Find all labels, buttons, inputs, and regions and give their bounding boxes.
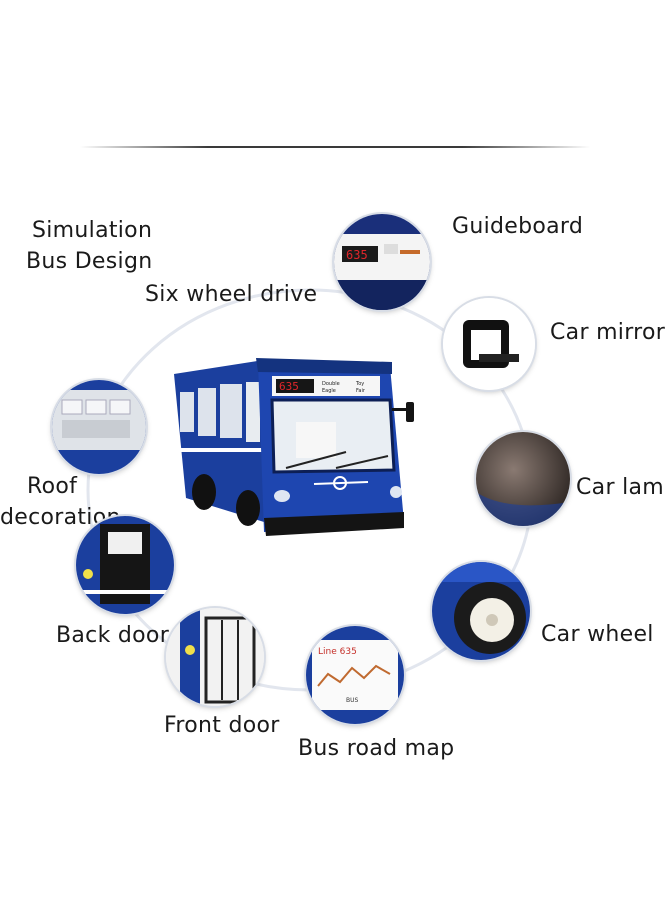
road-map-footer: BUS <box>346 697 359 704</box>
bus-sign-line1: Double <box>322 381 340 387</box>
label-front-door: Front door <box>164 713 280 738</box>
road-map-title: Line 635 <box>318 647 357 657</box>
bus-sign-number: 635 <box>279 380 299 393</box>
car-wheel-detail-image <box>432 562 530 660</box>
road-map-detail-image: Line 635 BUS <box>306 626 404 724</box>
bus-illustration: 635 Double Eagle Toy Fair <box>174 358 414 536</box>
label-car-mirror: Car mirror <box>550 320 666 345</box>
car-lamp-detail-image <box>476 432 570 526</box>
bus-sign-line3: Toy <box>355 381 364 387</box>
guideboard-number: 635 <box>346 248 368 262</box>
label-roof: Roof <box>27 474 78 499</box>
top-divider <box>80 146 590 148</box>
bus-sign-line2: Eagle <box>322 388 336 394</box>
label-bus-road-map: Bus road map <box>298 736 455 761</box>
car-mirror-detail-image <box>443 298 535 390</box>
label-car-wheel: Car wheel <box>541 622 654 647</box>
label-six-wheel-drive: Six wheel drive <box>145 282 318 307</box>
label-simulation: Simulation <box>32 218 153 243</box>
label-guideboard: Guideboard <box>452 214 584 239</box>
roof-decoration-detail-image <box>52 380 146 474</box>
guideboard-detail-image: 635 <box>334 214 430 310</box>
label-car-lamp: Car lamp <box>576 475 666 500</box>
front-door-detail-image <box>166 608 264 706</box>
label-back-door: Back door <box>56 623 170 648</box>
label-bus-design: Bus Design <box>26 249 153 274</box>
back-door-detail-image <box>76 516 174 614</box>
bus-sign-line4: Fair <box>356 388 366 394</box>
